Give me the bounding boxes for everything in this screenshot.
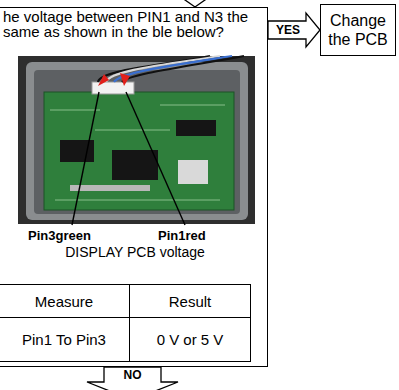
table-cell: Result [129, 284, 251, 318]
display-pcb [44, 92, 234, 210]
chip [112, 150, 158, 180]
table-cell: 0 V or 5 V [129, 317, 251, 362]
decision-box: he voltage between PIN1 and N3 the same … [0, 7, 268, 367]
no-arrow [87, 367, 178, 390]
pin-header [70, 185, 150, 191]
table-cell: Pin1 To Pin3 [0, 317, 130, 362]
housing [26, 62, 248, 220]
red-pointer [120, 73, 130, 86]
incoming-arrow [168, 0, 222, 7]
leader-line [72, 92, 99, 225]
yes-arrow [268, 13, 320, 47]
process-box: Change the PCB [320, 4, 396, 56]
component [178, 160, 208, 184]
photo-background [18, 56, 255, 224]
question-text: he voltage between PIN1 and N3 the same … [3, 9, 263, 39]
caption-label: Pin1red [158, 228, 238, 243]
caption-label: NO [104, 368, 161, 382]
action-text: Change the PCB [324, 11, 392, 49]
leader-line [126, 92, 185, 225]
caption-label: DISPLAY PCB voltage [20, 244, 250, 260]
chip [176, 120, 216, 136]
caption-label: Pin3green [28, 228, 128, 243]
housing-inner [34, 70, 240, 214]
red-pointer [98, 74, 109, 86]
table-cell: Measure [0, 284, 130, 318]
wires [98, 56, 244, 82]
edge-label: YES [270, 23, 306, 37]
